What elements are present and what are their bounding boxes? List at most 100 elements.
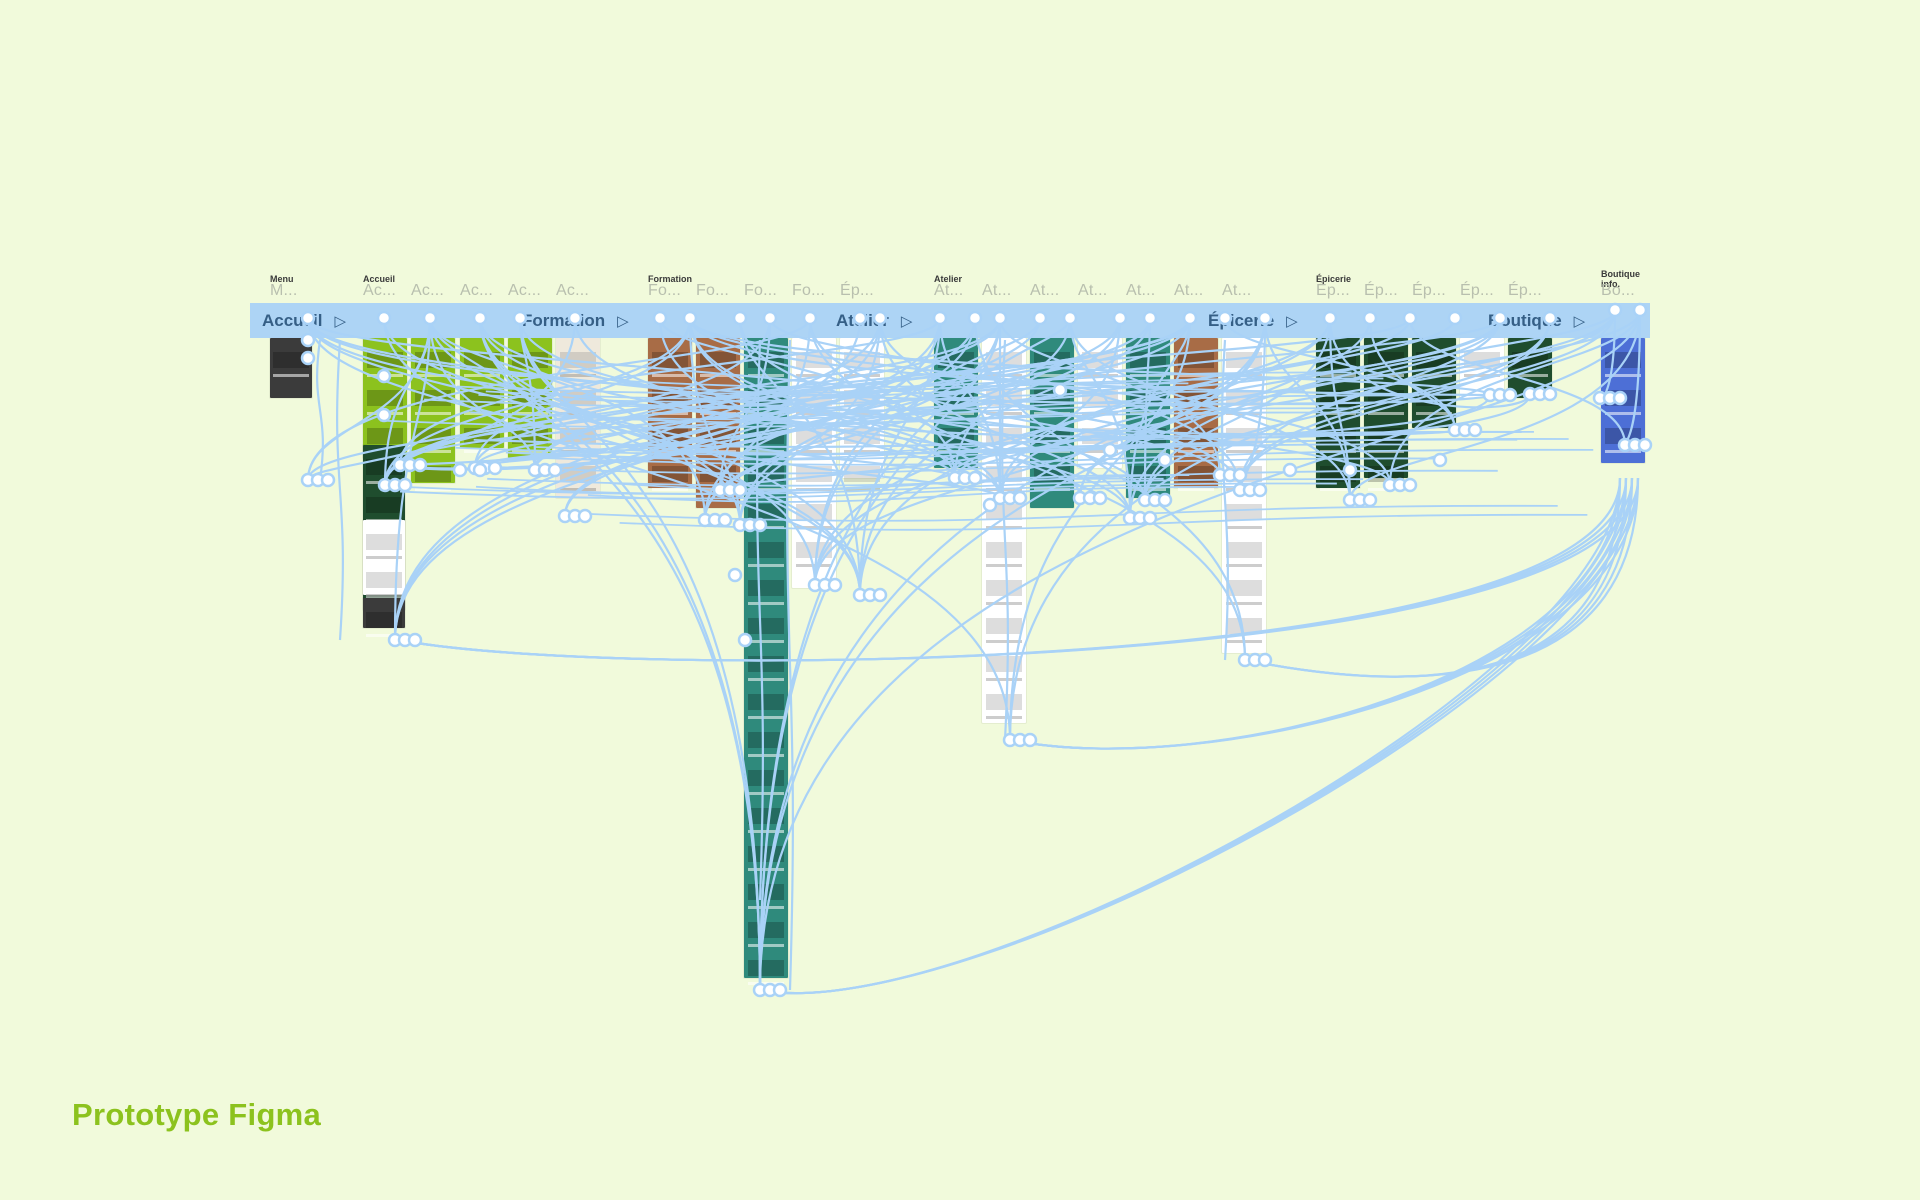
frame-name[interactable]: Ép... [1412, 282, 1446, 299]
prototype-connection [383, 317, 432, 486]
screen-text-line [651, 374, 689, 377]
connection-node [727, 567, 743, 583]
screen-text-line [843, 488, 881, 491]
prototype-connection [1143, 317, 1332, 501]
screen-text-line [747, 678, 785, 681]
frame-name[interactable]: Ép... [1364, 282, 1398, 299]
play-icon[interactable]: ▷ [617, 313, 629, 330]
screen-text-line [1225, 450, 1263, 453]
frame-name[interactable]: Ép... [1316, 282, 1350, 299]
screen-text-line [747, 716, 785, 719]
connection-node [1632, 302, 1648, 318]
prototype-connection [1223, 317, 1457, 431]
connection-node [1502, 387, 1518, 403]
play-icon[interactable]: ▷ [1286, 313, 1298, 330]
screen-text-line [1033, 412, 1071, 415]
frame-name[interactable]: At... [1174, 282, 1204, 299]
screen-content-block [1225, 618, 1263, 634]
screen-text-line [747, 830, 785, 833]
frame-name[interactable]: Ac... [508, 282, 542, 299]
connection-node [1257, 652, 1273, 668]
prototype-connection [393, 317, 882, 641]
prototype-connection [512, 443, 1409, 461]
screen-text-line [843, 412, 881, 415]
connection-node [1637, 437, 1653, 453]
prototype-connection [478, 317, 1082, 499]
prototype-connection [316, 339, 324, 481]
screen-text-line [366, 594, 402, 597]
connection-node [732, 310, 748, 326]
screen-text-line [747, 450, 785, 453]
prototype-connection [518, 317, 862, 596]
screen-text-line [366, 595, 402, 598]
frame-name[interactable]: Ac... [411, 282, 445, 299]
frame-name[interactable]: Fo... [648, 282, 682, 299]
screen-text-line [1319, 374, 1357, 377]
screen-content-block [1225, 542, 1263, 558]
section-label-boutique: Boutique info. [1601, 269, 1640, 289]
connection-node [407, 632, 423, 648]
screen-content-block [747, 618, 785, 634]
connection-node [852, 310, 868, 326]
connection-node [762, 310, 778, 326]
prototype-connection [759, 477, 1628, 995]
connection-node [1322, 310, 1338, 326]
connection-node [422, 310, 438, 326]
prototype-connection [1221, 339, 1229, 661]
prototype-screen-frame[interactable] [270, 338, 312, 398]
connection-node [397, 477, 413, 493]
frame-name[interactable]: Ép... [1508, 282, 1542, 299]
play-icon[interactable]: ▷ [1573, 313, 1586, 330]
frame-name[interactable]: At... [1222, 282, 1252, 299]
screen-text-line [747, 982, 785, 985]
prototype-connection [619, 513, 1588, 531]
frame-name[interactable]: Bo... [1601, 282, 1635, 299]
frame-name[interactable]: Ac... [460, 282, 494, 299]
connection-node [376, 310, 392, 326]
screen-text-line [747, 868, 785, 871]
screen-content-block [747, 808, 785, 824]
prototype-connection [1009, 477, 1634, 750]
prototype-connection [336, 339, 344, 641]
prototype-connection [718, 317, 1267, 492]
play-icon[interactable]: ▷ [334, 313, 347, 330]
prototype-connection [688, 317, 1492, 397]
frame-name[interactable]: Ép... [840, 282, 874, 299]
screen-content-block [366, 352, 404, 368]
screen-text-line [1511, 374, 1549, 377]
frame-name[interactable]: At... [1030, 282, 1060, 299]
prototype-connection [428, 317, 537, 471]
prototype-connection [495, 431, 1522, 448]
connection-node [1052, 382, 1068, 398]
screen-text-line [414, 374, 452, 377]
frame-name[interactable]: At... [1126, 282, 1156, 299]
prototype-connection [718, 317, 1502, 491]
frame-name[interactable]: Ac... [556, 282, 590, 299]
prototype-connection [618, 394, 1420, 412]
frame-name[interactable]: Fo... [696, 282, 730, 299]
frame-name[interactable]: At... [1078, 282, 1108, 299]
play-icon[interactable]: ▷ [900, 313, 913, 330]
flow-start-formation[interactable]: Formation ▷ [522, 308, 629, 334]
frame-name[interactable]: M... [270, 282, 298, 299]
frame-name[interactable]: Ac... [363, 282, 397, 299]
prototype-connection [383, 317, 1002, 486]
prototype-connection [615, 371, 1352, 389]
prototype-connection [1068, 317, 1132, 519]
frame-name[interactable]: Fo... [744, 282, 778, 299]
frame-name[interactable]: At... [934, 282, 964, 299]
connection-node [1012, 490, 1028, 506]
frame-name[interactable]: Fo... [792, 282, 826, 299]
connection-node [1142, 510, 1158, 526]
connection-node [967, 310, 983, 326]
connection-node [1217, 310, 1233, 326]
prototype-connection [758, 317, 1372, 991]
frame-name[interactable]: At... [982, 282, 1012, 299]
screen-text-line [366, 556, 402, 559]
frame-name[interactable]: Ép... [1460, 282, 1494, 299]
connection-node [1157, 452, 1173, 468]
prototype-connection [428, 317, 742, 526]
connection-node [472, 310, 488, 326]
